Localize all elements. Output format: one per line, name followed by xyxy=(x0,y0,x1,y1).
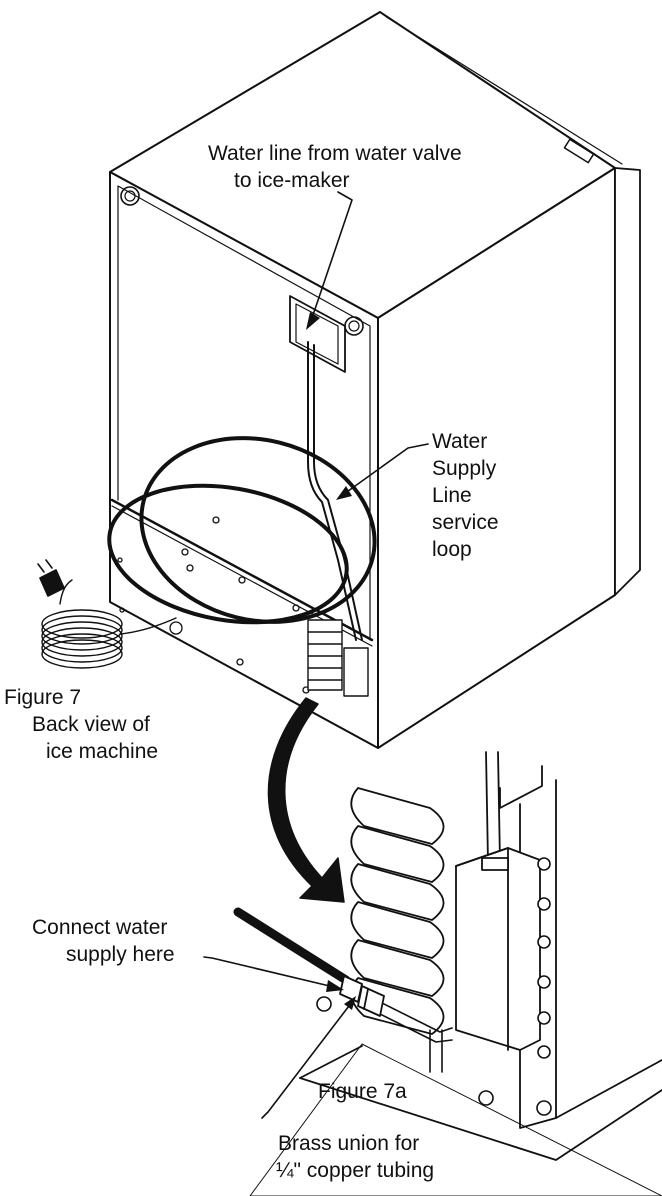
label-water-line-2: to ice-maker xyxy=(234,169,350,192)
water-valve-box xyxy=(289,295,346,373)
label-brass-union-1: Brass union for xyxy=(278,1132,420,1155)
leader-service-loop xyxy=(343,443,429,495)
label-connect-supply: Connect water supply here xyxy=(32,914,175,968)
label-service-loop: Water Supply Line service loop xyxy=(432,428,499,563)
detail-panel-bolts xyxy=(316,857,552,1116)
service-loop xyxy=(107,436,377,625)
label-service-loop-5: loop xyxy=(432,538,472,561)
label-brass-union-2: ¼" copper tubing xyxy=(276,1159,435,1182)
label-service-loop-1: Water xyxy=(432,430,488,453)
water-supply-line xyxy=(307,341,363,641)
label-figure7-title: Figure 7 xyxy=(4,686,82,709)
label-service-loop-3: Line xyxy=(432,484,472,507)
leader-brass-union xyxy=(261,1001,353,1119)
leader-connect-supply xyxy=(203,956,339,989)
label-figure7a: Figure 7a xyxy=(318,1080,407,1103)
corner-hole-left xyxy=(120,186,140,206)
ice-machine-cabinet xyxy=(109,11,641,749)
door-hinge xyxy=(563,138,595,164)
detail-water-tube xyxy=(485,751,501,863)
detail-valve-box xyxy=(455,847,541,1051)
leader-water-line xyxy=(311,191,353,319)
power-plug-icon xyxy=(37,559,65,597)
power-cord-coil xyxy=(41,579,177,669)
label-brass-union: Brass union for ¼" copper tubing xyxy=(276,1130,434,1184)
label-figure7: Figure 7 Back view of ice machine xyxy=(4,684,158,765)
condenser-small xyxy=(307,619,369,697)
label-water-line: Water line from water valve to ice-maker xyxy=(208,140,462,194)
back-panel-screws xyxy=(117,516,310,694)
label-service-loop-2: Supply xyxy=(432,457,497,480)
label-figure7-caption-2: ice machine xyxy=(46,740,159,763)
zoom-arrow xyxy=(267,697,345,903)
label-connect-supply-1: Connect water xyxy=(32,916,168,939)
label-water-line-1: Water line from water valve xyxy=(208,142,462,165)
copper-tube xyxy=(233,907,453,1073)
label-service-loop-4: service xyxy=(432,511,499,534)
label-figure7-caption-1: Back view of xyxy=(32,713,150,736)
label-connect-supply-2: supply here xyxy=(66,943,175,966)
brass-union xyxy=(339,975,385,1017)
front-door-panel xyxy=(614,167,641,596)
